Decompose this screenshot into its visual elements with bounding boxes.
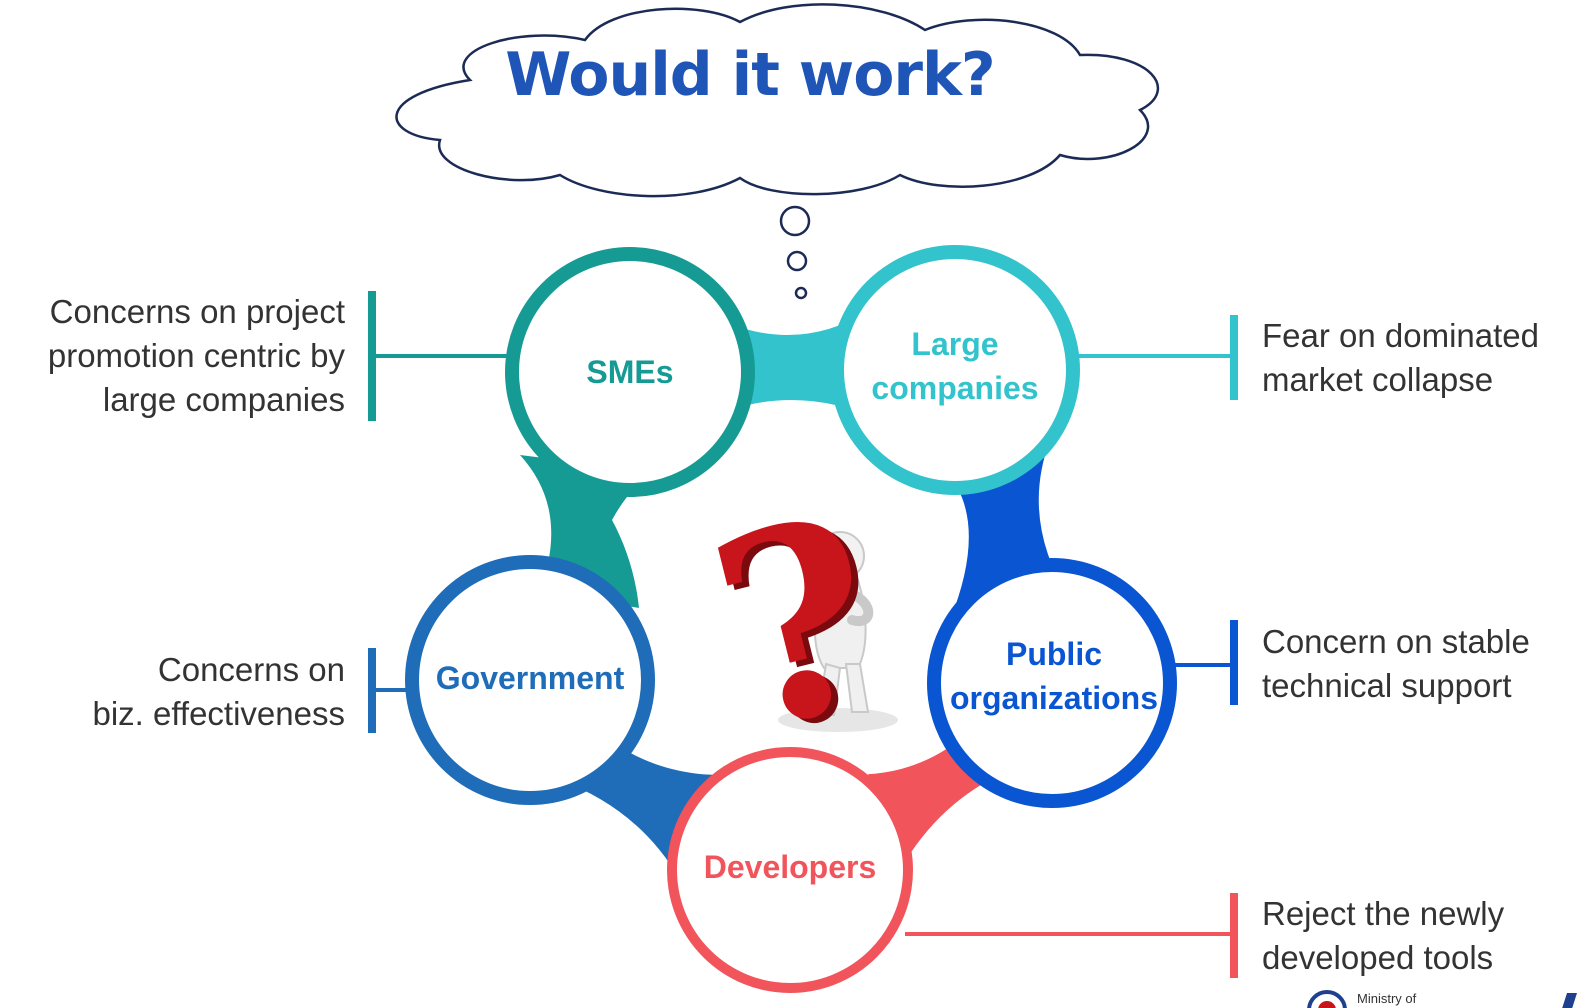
developers-circle: [667, 747, 913, 993]
thought-bubble-medium-icon: [786, 250, 808, 272]
large-companies-label-line2: companies: [871, 370, 1039, 406]
public-organizations-circle: [927, 558, 1177, 808]
smes-circle: [505, 247, 755, 497]
thought-bubble-small-icon: [794, 286, 808, 300]
large-note-line1: Fear on dominated: [1262, 317, 1540, 354]
smes-note-line2: promotion centric by: [47, 337, 345, 374]
public-note-line2: technical support: [1262, 667, 1512, 704]
smes-note-line3: large companies: [102, 381, 345, 418]
developers-label: Developers: [703, 849, 877, 885]
developers-note-line1: Reject the newly: [1262, 895, 1505, 932]
smes-label: SMEs: [586, 354, 674, 390]
smes-note-line1: Concerns on project: [49, 293, 345, 330]
large-companies-label-line1: Large: [911, 326, 999, 362]
page-title: Would it work?: [505, 40, 995, 110]
thought-bubble-large-icon: [779, 205, 811, 237]
large-companies-circle: [830, 245, 1080, 495]
government-circle: [405, 555, 655, 805]
government-note-line2: biz. effectiveness: [92, 695, 345, 732]
government-note-line1: Concerns on: [157, 651, 345, 688]
thought-cloud-icon: [395, 3, 1160, 198]
center-field: [610, 437, 970, 775]
developers-note-line2: developed tools: [1262, 939, 1494, 976]
ministry-logo-text: Ministry of: [1357, 991, 1417, 1006]
public-note-line1: Concern on stable: [1262, 623, 1530, 660]
public-organizations-label-line1: Public: [1005, 636, 1102, 672]
ministry-logo: Ministry of: [1305, 985, 1586, 1008]
government-label: Government: [435, 660, 625, 696]
large-note-line2: market collapse: [1262, 361, 1494, 398]
public-organizations-label-line2: organizations: [949, 680, 1158, 716]
thinking-figure-icon: [778, 531, 898, 732]
